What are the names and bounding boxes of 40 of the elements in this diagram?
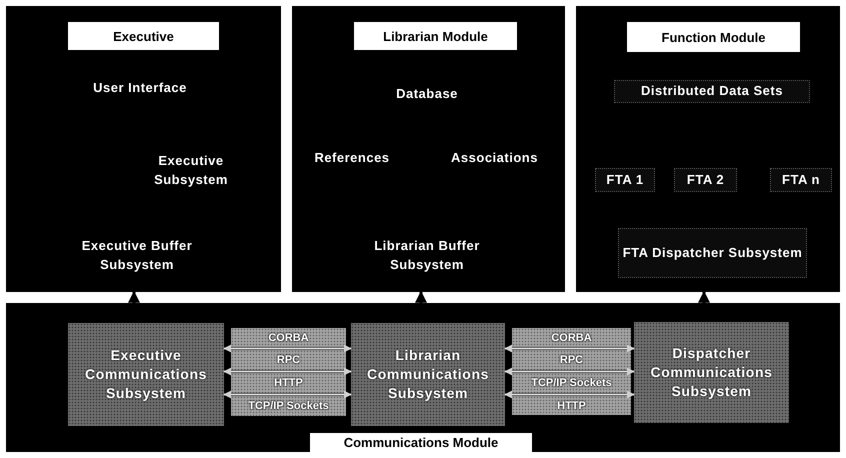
- protocol-band: CORBA: [231, 328, 346, 347]
- subsystem-box: Dispatcher Communications Subsystem: [634, 322, 789, 423]
- arrow: [504, 344, 635, 352]
- component-label: Associations: [427, 146, 562, 170]
- component-label: Executive Buffer Subsystem: [52, 234, 222, 278]
- arrow: [504, 368, 635, 376]
- module-title: Function Module: [627, 22, 800, 52]
- module-panel: [6, 6, 281, 292]
- protocol-band: TCP/IP Sockets: [231, 396, 346, 416]
- component-box: FTA 1: [595, 168, 655, 192]
- component-box: FTA 2: [674, 168, 737, 192]
- module-title: Executive: [68, 22, 219, 50]
- component-box: FTA n: [770, 168, 832, 192]
- component-label: User Interface: [70, 76, 210, 100]
- subsystem-box: Executive Communications Subsystem: [68, 323, 224, 426]
- protocol-band: TCP/IP Sockets: [512, 373, 631, 393]
- protocol-band: RPC: [231, 350, 346, 370]
- module-panel: [576, 6, 840, 292]
- arrow: [223, 344, 352, 352]
- module-title: Librarian Module: [354, 22, 517, 50]
- arrow: [128, 290, 140, 303]
- protocol-band: HTTP: [231, 373, 346, 393]
- module-panel: [292, 6, 565, 292]
- arrow: [504, 390, 635, 398]
- component-box: FTA Dispatcher Subsystem: [618, 228, 807, 278]
- module-panel: [6, 303, 840, 452]
- component-label: Librarian Buffer Subsystem: [352, 234, 502, 278]
- component-label: References: [297, 146, 407, 170]
- module-title: Communications Module: [310, 433, 532, 452]
- protocol-band: CORBA: [512, 328, 631, 347]
- component-label: Database: [367, 82, 487, 106]
- arrow: [223, 368, 352, 376]
- component-box: Distributed Data Sets: [614, 80, 810, 103]
- arrow: [698, 290, 710, 303]
- protocol-band: RPC: [512, 350, 631, 370]
- protocol-band: HTTP: [512, 396, 631, 415]
- subsystem-box: Librarian Communications Subsystem: [351, 323, 505, 426]
- arrow: [415, 290, 427, 303]
- arrow: [223, 390, 352, 398]
- component-label: Executive Subsystem: [131, 149, 251, 193]
